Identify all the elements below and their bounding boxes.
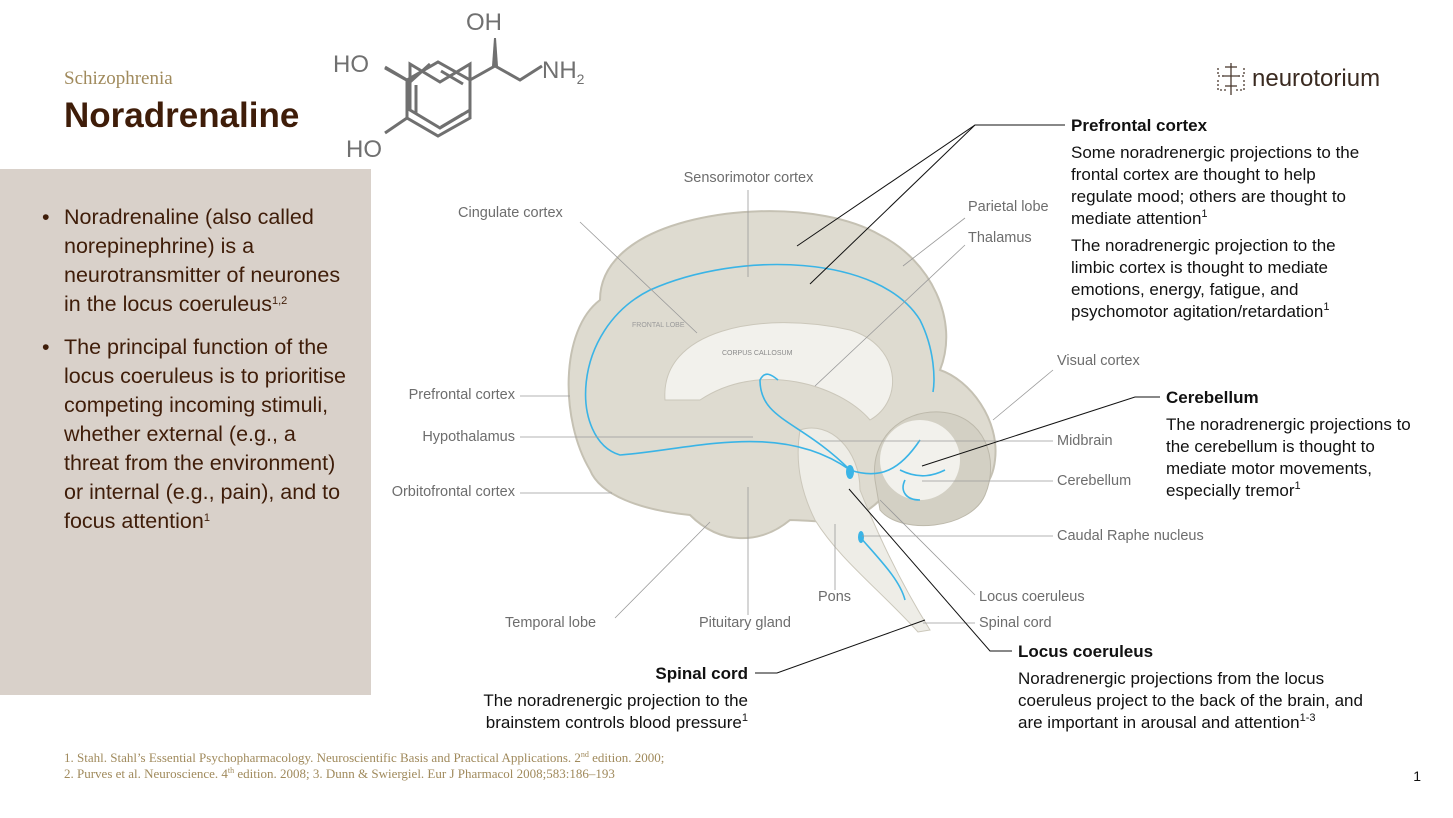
bullet-panel: Noradrenaline (also called norepinephrin… (0, 169, 371, 695)
annotation-spinal-cord: Spinal cord The noradrenergic projection… (483, 664, 748, 732)
cerebellum-inner (880, 420, 960, 500)
logo-text: neurotorium (1252, 65, 1381, 92)
page-title: Noradrenaline (64, 96, 300, 135)
label-thalamus: Thalamus (968, 230, 1032, 246)
label-hypothalamus: Hypothalamus (422, 429, 515, 445)
neurotorium-logo: neurotorium (1216, 62, 1380, 96)
label-midbrain: Midbrain (1057, 433, 1113, 449)
label-sensorimotor-cortex: Sensorimotor cortex (683, 170, 814, 186)
noradrenaline-structure: OH HO HO NH2 (333, 9, 585, 163)
label-parietal-lobe: Parietal lobe (968, 199, 1049, 215)
annotation-prefrontal-cortex: Prefrontal cortex Some noradrenergic pro… (1071, 116, 1360, 321)
bullet-item: The principal function of the locus coer… (42, 333, 352, 536)
frontal-lobe-label: FRONTAL LOBE (632, 322, 685, 329)
bullet-item: Noradrenaline (also called norepinephrin… (42, 203, 352, 319)
label-pons: Pons (818, 589, 852, 605)
ho-upper: HO (333, 51, 369, 78)
label-visual-cortex: Visual cortex (1057, 353, 1140, 369)
ho-lower: HO (346, 136, 382, 163)
oh-top: OH (466, 9, 502, 36)
section-label: Schizophrenia (64, 68, 173, 89)
noradrenergic-pathways (584, 263, 946, 601)
label-cingulate-cortex: Cingulate cortex (458, 205, 563, 221)
label-pituitary-gland: Pituitary gland (699, 615, 791, 631)
logo-icon (1217, 63, 1245, 95)
label-cerebellum: Cerebellum (1057, 473, 1132, 489)
raphe-marker (858, 531, 864, 543)
corpus-callosum-label: CORPUS CALLOSUM (722, 350, 793, 357)
nh2: NH2 (542, 57, 585, 87)
annotation-leaders (755, 124, 1160, 674)
locus-coeruleus-marker (846, 465, 854, 479)
label-caudal-raphe-nucleus: Caudal Raphe nucleus (1057, 528, 1204, 544)
label-locus-coeruleus: Locus coeruleus (979, 589, 1085, 605)
label-temporal-lobe: Temporal lobe (505, 615, 597, 631)
references: 1. Stahl. Stahl’s Essential Psychopharma… (64, 750, 665, 781)
annotation-cerebellum: Cerebellum The noradrenergic projections… (1166, 388, 1411, 500)
label-orbitofrontal-cortex: Orbitofrontal cortex (391, 484, 515, 500)
page-number: 1 (1413, 768, 1421, 784)
label-prefrontal-cortex: Prefrontal cortex (408, 387, 515, 403)
annotation-locus-coeruleus: Locus coeruleus Noradrenergic projection… (1018, 642, 1363, 732)
corpus-callosum (664, 322, 893, 421)
label-leaders (520, 190, 1054, 624)
label-spinal-cord: Spinal cord (979, 615, 1052, 631)
